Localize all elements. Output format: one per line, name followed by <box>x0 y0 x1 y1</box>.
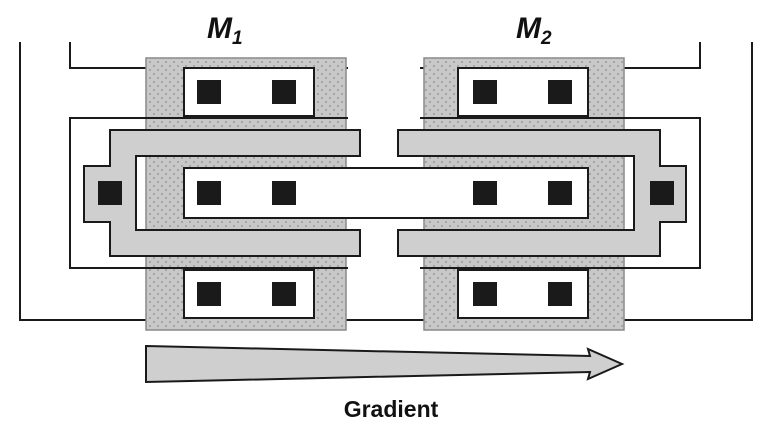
contact-bottom-m2-right <box>548 282 572 306</box>
middle-metal-ring-left <box>69 117 348 269</box>
label-gradient: Gradient <box>344 396 439 422</box>
contact-mid-m2-left <box>473 181 497 205</box>
contact-gate-m1 <box>98 181 122 205</box>
contact-gate-m2 <box>650 181 674 205</box>
poly-gate-m2 <box>397 129 687 257</box>
contact-top-m2-left <box>473 80 497 104</box>
label-m2: M2 <box>516 12 552 49</box>
contact-mid-m1-right <box>272 181 296 205</box>
label-m1: M1 <box>207 12 243 49</box>
poly-gate-m1 <box>83 129 361 257</box>
contact-bottom-m1-left <box>197 282 221 306</box>
contact-mid-m1-left <box>197 181 221 205</box>
gradient-arrow <box>145 344 625 384</box>
contact-bottom-m1-right <box>272 282 296 306</box>
contact-top-m2-right <box>548 80 572 104</box>
contact-top-m1-left <box>197 80 221 104</box>
middle-metal-ring-right <box>420 117 701 269</box>
contact-top-m1-right <box>272 80 296 104</box>
contact-bottom-m2-left <box>473 282 497 306</box>
center-metal-strip <box>183 167 589 219</box>
contact-mid-m2-right <box>548 181 572 205</box>
